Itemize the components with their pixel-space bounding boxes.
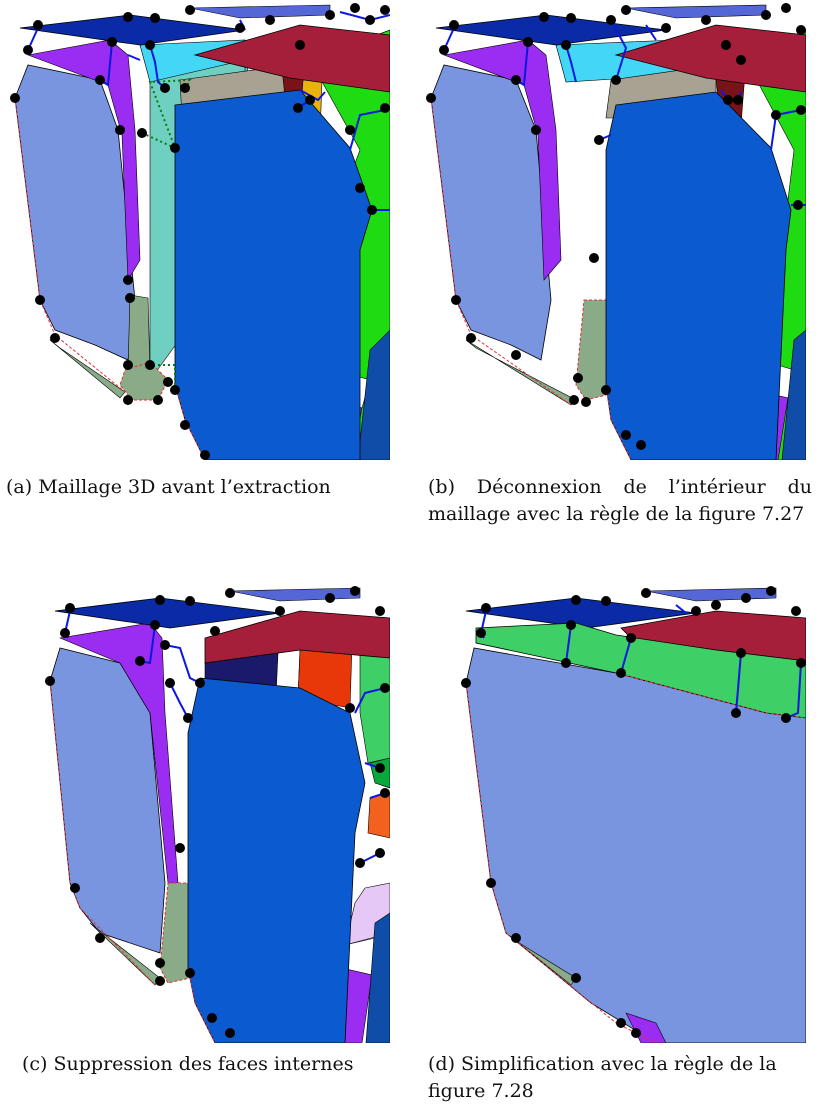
navy-top-right [229,587,361,602]
boundary-edge [615,672,806,719]
mesh-3d-view [10,3,390,460]
inner-edge [141,78,192,150]
mesh-3d-view [426,3,806,460]
panel-a-mesh-before-extraction [0,0,390,460]
mint-green-band [475,622,806,719]
boundary-edge [187,967,216,1043]
green-face [745,29,806,460]
boundary-edge [465,682,657,1043]
crimson-face [204,610,390,664]
royal-blue-face [187,677,366,1043]
navy-top-face [435,14,667,46]
navy-top-right [645,587,777,602]
mesh-vertices [426,3,806,450]
sage-face [159,882,191,984]
navy-side [357,329,390,460]
mesh-vertices [10,3,390,460]
boundary-edge [430,97,572,406]
sage-face [575,299,607,401]
royal-blue-face [605,91,792,460]
navy-top-face [19,14,246,46]
panel-d-simplification [416,583,806,1043]
boundary-edge [49,680,156,986]
mesh-vertices [461,586,806,1038]
navy-top-right [625,4,767,19]
mesh-vertices [45,586,390,1038]
caption-c: (c) Suppression des faces internes [22,1053,354,1075]
navy-side [365,912,390,1043]
caption-b: (b) Déconnexion de l’intérieur du mailla… [428,476,812,525]
crimson-face [614,24,806,93]
boundary-edge [605,384,632,460]
boundary-edge [14,97,126,393]
mesh-3d-view [461,586,806,1043]
caption-d: (d) Simplification avec la règle de la f… [428,1053,777,1102]
periwinkle-face [430,64,552,361]
royal-blue-face [174,89,373,460]
navy-top-right [189,4,331,19]
orange-face [367,792,390,839]
caption-a: (a) Maillage 3D avant l’extraction [6,476,331,498]
mesh-3d-view [45,586,390,1043]
navy-top-face [54,597,281,629]
crimson-face [193,24,390,93]
inner-edge [148,364,176,385]
violet-face [442,39,562,281]
sage-face [127,294,151,373]
panel-c-remove-internal-faces [0,583,390,1043]
navy-side [781,329,806,460]
panel-b-disconnect-interior [416,0,806,460]
